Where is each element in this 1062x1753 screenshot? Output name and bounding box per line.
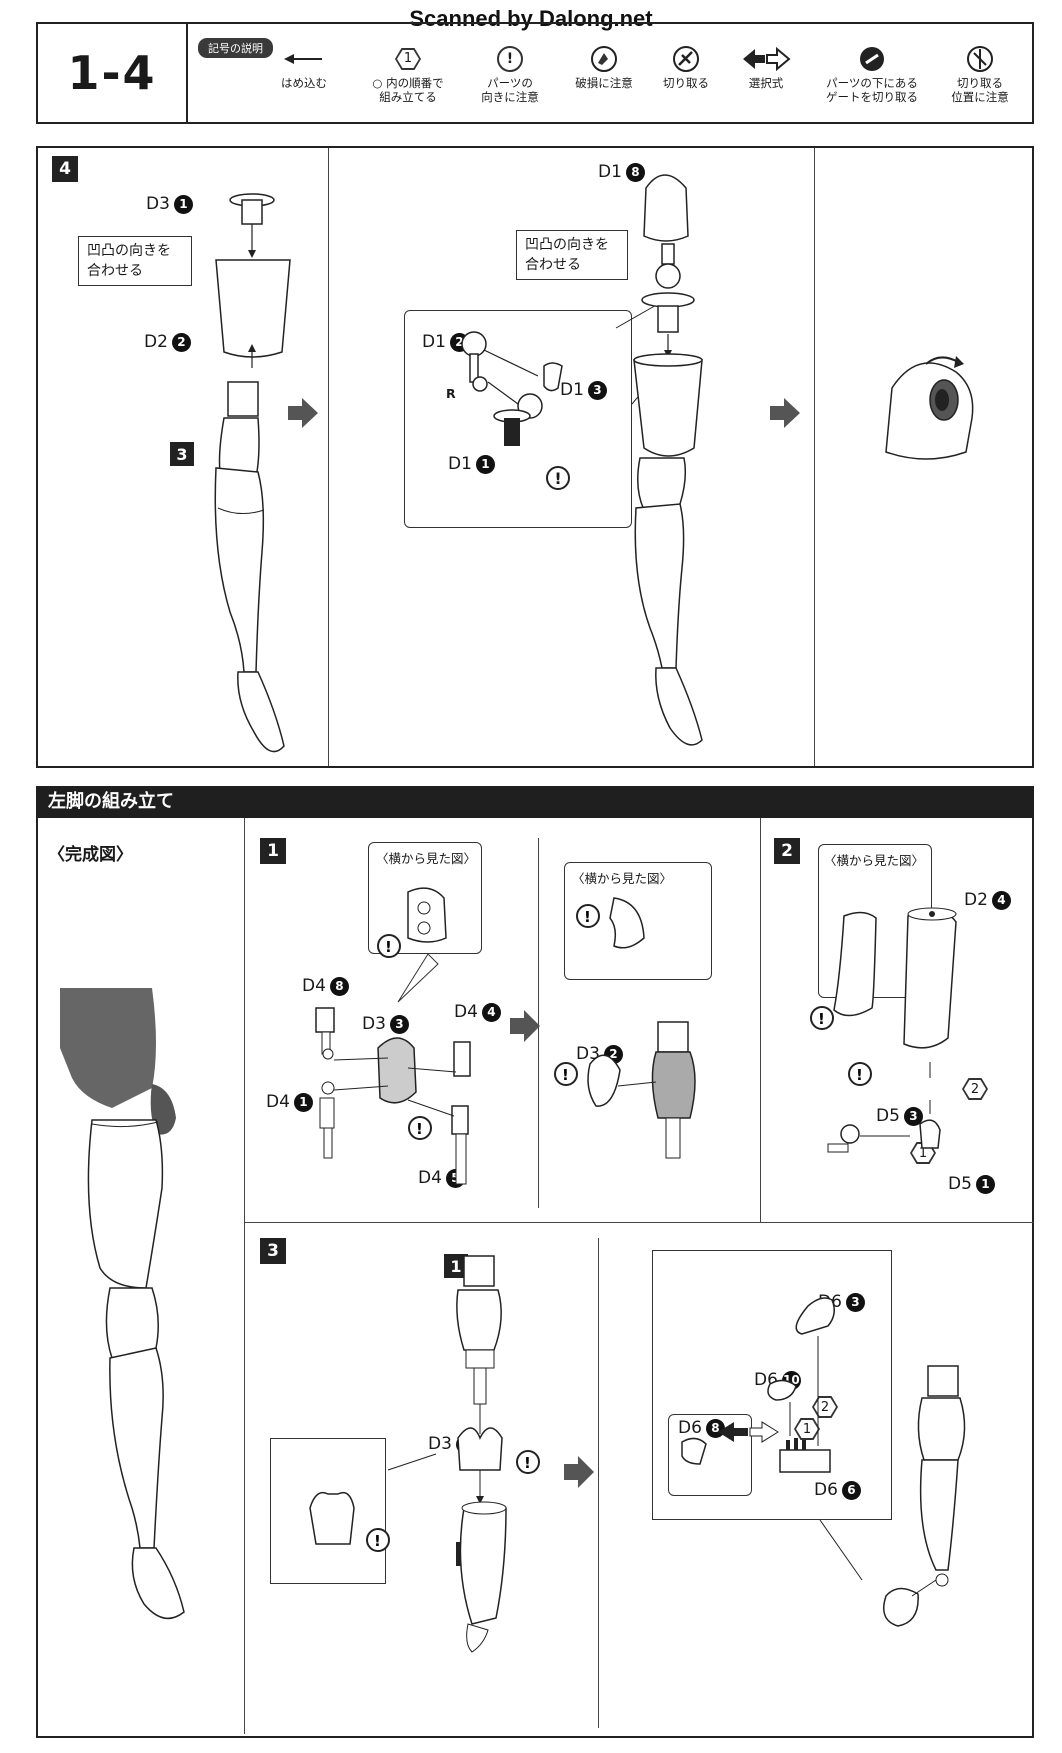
side-view-caption: 〈横から見た図〉 (376, 851, 477, 866)
cap-closeup-drawing (885, 356, 974, 460)
step2-drawing: ! ! (810, 907, 957, 1153)
legend-item-gate: パーツの下にある ゲートを切り取る (814, 42, 930, 104)
divider (598, 1238, 599, 1728)
note-align-1: 凹凸の向きを合わせる (78, 236, 192, 286)
legend-label-2: ゲートを切り取る (826, 90, 918, 104)
exclamation-icon: ! (497, 46, 523, 72)
note-align-2: 凹凸の向きを合わせる (516, 230, 628, 280)
step4-badge: 4 (52, 156, 78, 182)
legend-label: パーツの (487, 76, 533, 90)
legend-label-2: 組み立てる (379, 90, 437, 104)
legend-label: 切り取る (957, 76, 1003, 90)
cut-position-icon (967, 46, 993, 72)
svg-text:!: ! (416, 1120, 423, 1138)
legend-label-2: 向きに注意 (481, 90, 539, 104)
gate-cut-icon (860, 47, 884, 71)
svg-text:!: ! (524, 1454, 531, 1472)
divider (814, 148, 815, 766)
svg-text:!: ! (385, 938, 392, 956)
leg-assembly-drawing-2 (461, 174, 703, 746)
next-arrow (770, 398, 800, 428)
step3-badge: 3 (260, 1238, 286, 1264)
divider (538, 838, 539, 1208)
page-number: 1-4 (38, 24, 188, 122)
warning-icon: ! (546, 466, 570, 490)
legend-item-damage: 破損に注意 (552, 42, 656, 90)
legend-item-order: 1 ○ 内の順番で 組み立てる (356, 42, 460, 104)
svg-text:!: ! (374, 1532, 381, 1550)
damage-icon (591, 46, 617, 72)
section-title-left-leg: 左脚の組み立て (36, 786, 1034, 818)
legend-item-cut-position: 切り取る 位置に注意 (928, 42, 1032, 104)
circled-number-icon: 1 (395, 48, 421, 70)
r-mark: R (446, 386, 456, 401)
legend-label: はめ込む (281, 76, 327, 90)
legend-label: パーツの下にある (826, 76, 918, 90)
step2-badge: 2 (774, 838, 800, 864)
complete-view-caption: 〈完成図〉 (48, 845, 133, 865)
selection-icon (743, 46, 791, 72)
svg-text:!: ! (562, 1066, 569, 1084)
legend-label: 破損に注意 (575, 76, 633, 90)
svg-text:!: ! (856, 1066, 863, 1084)
legend-item-selection: 選択式 (714, 42, 818, 90)
side-view-caption: 〈横から見た図〉 (824, 853, 925, 868)
legend-title: 記号の説明 (198, 38, 273, 58)
legend-item-cut: 切り取る (634, 42, 738, 90)
divider (244, 818, 245, 1734)
divider (328, 148, 329, 766)
divider (760, 818, 761, 1222)
order-1-icon: 1 (794, 1418, 820, 1440)
divider (244, 1222, 1034, 1223)
step3-left-drawing: ! ! (309, 1255, 594, 1653)
legend-item-direction: ! パーツの 向きに注意 (458, 42, 562, 104)
step3-right-drawing (681, 1297, 966, 1627)
leg-assembly-drawing-1 (214, 193, 291, 753)
legend-label-2: 位置に注意 (951, 90, 1009, 104)
arrow-left-icon (284, 54, 322, 64)
legend-label: ○ 内の順番で (372, 76, 444, 90)
legend-label: 切り取る (663, 76, 709, 90)
watermark: Scanned by Dalong.net (409, 6, 653, 31)
side-view-caption: 〈横から見た図〉 (572, 871, 673, 886)
completed-leg-drawing (60, 988, 185, 1620)
legend-label: 選択式 (748, 76, 784, 90)
step1-drawing: ! ! ! ! (315, 887, 696, 1185)
sub-step-3-badge: 3 (170, 442, 194, 466)
step1-badge: 1 (260, 838, 286, 864)
svg-text:!: ! (818, 1010, 825, 1028)
svg-text:!: ! (584, 908, 591, 926)
cut-icon (673, 46, 699, 72)
next-arrow (288, 398, 318, 428)
legend-item-insert: はめ込む (252, 42, 356, 90)
order-2-icon: 2 (962, 1078, 988, 1100)
header-legend: 1-4 記号の説明 はめ込む 1 ○ 内の順番で 組み立てる ! パーツの 向き… (36, 22, 1034, 124)
